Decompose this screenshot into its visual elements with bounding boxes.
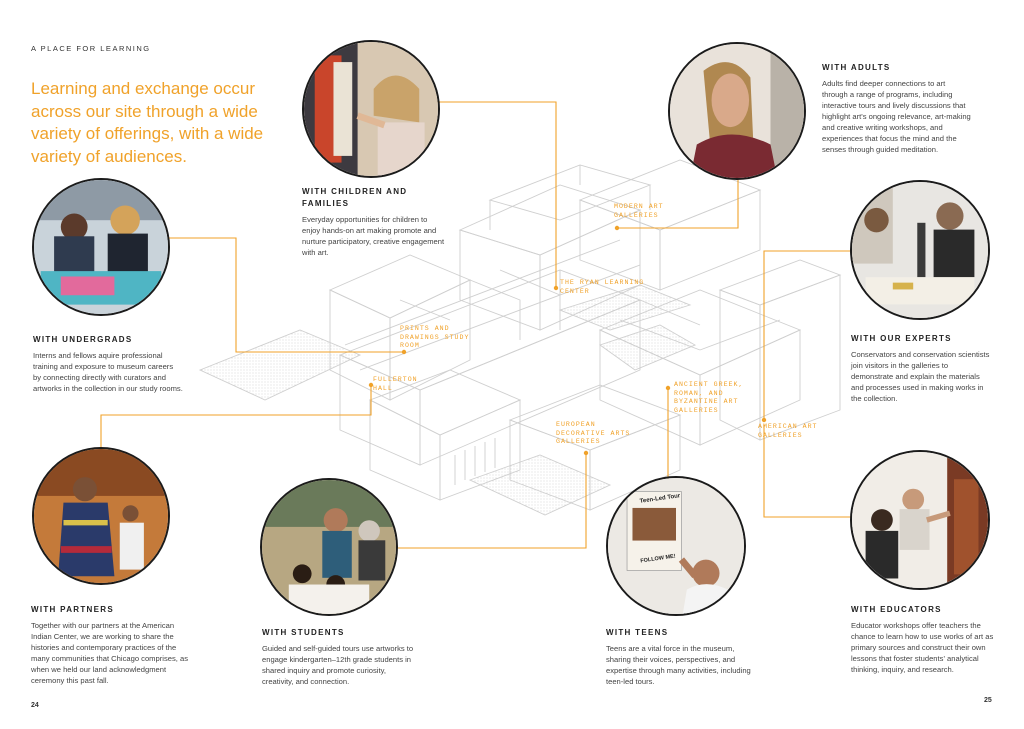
photo-partners-dancer: [32, 447, 170, 585]
section-experts-title: WITH OUR EXPERTS: [851, 334, 952, 343]
label-modern-art-galleries: MODERN ART GALLERIES: [614, 203, 664, 219]
photo-children-painting: [302, 40, 440, 178]
section-children-body: Everyday opportunities for children to e…: [302, 215, 445, 257]
section-undergrads-title: WITH UNDERGRADS: [33, 335, 133, 344]
section-adults-body: Adults find deeper connections to art th…: [822, 79, 971, 154]
section-adults: WITH ADULTS Adults find deeper connectio…: [822, 62, 972, 155]
section-children-title: WITH CHILDREN AND FAMILIES: [302, 187, 408, 208]
section-educators-title: WITH EDUCATORS: [851, 605, 942, 614]
label-european-decorative-arts: EUROPEAN DECORATIVE ARTS GALLERIES: [556, 421, 631, 445]
section-adults-title: WITH ADULTS: [822, 63, 891, 72]
photo-adults-meditation: [668, 42, 806, 180]
section-partners-title: WITH PARTNERS: [31, 605, 114, 614]
section-undergrads-body: Interns and fellows aquire professional …: [33, 351, 183, 393]
photo-experts-conservation: [850, 180, 990, 320]
section-students-title: WITH STUDENTS: [262, 628, 345, 637]
label-american-art-galleries: AMERICAN ART GALLERIES: [758, 423, 818, 439]
section-partners-body: Together with our partners at the Americ…: [31, 621, 188, 685]
page-number-left: 24: [31, 702, 39, 709]
section-children: WITH CHILDREN AND FAMILIES Everyday oppo…: [302, 186, 447, 258]
section-teens-title: WITH TEENS: [606, 628, 669, 637]
section-undergrads: WITH UNDERGRADS Interns and fellows aqui…: [33, 334, 183, 394]
page-kicker: A PLACE FOR LEARNING: [31, 44, 151, 53]
page-headline: Learning and exchange occur across our s…: [31, 79, 264, 166]
photo-undergrads-study: [32, 178, 170, 316]
section-partners: WITH PARTNERS Together with our partners…: [31, 604, 196, 686]
photo-educators-workshop: [850, 450, 990, 590]
photo-teens-tour: Teen-Led Tour FOLLOW ME!: [606, 476, 746, 616]
section-educators-body: Educator workshops offer teachers the ch…: [851, 621, 994, 674]
page-number-right: 25: [984, 697, 992, 704]
label-fullerton-hall: FULLERTON HALL: [373, 376, 418, 392]
label-ryan-learning-center: THE RYAN LEARNING CENTER: [560, 279, 645, 295]
section-students-body: Guided and self-guided tours use artwork…: [262, 644, 414, 686]
section-students: WITH STUDENTS Guided and self-guided tou…: [262, 627, 417, 687]
label-ancient-art-galleries: ANCIENT GREEK, ROMAN, AND BYZANTINE ART …: [674, 381, 744, 414]
section-teens-body: Teens are a vital force in the museum, s…: [606, 644, 751, 686]
section-experts: WITH OUR EXPERTS Conservators and conser…: [851, 333, 991, 404]
photo-students-tour: [260, 478, 398, 616]
section-experts-body: Conservators and conservation scientists…: [851, 350, 990, 403]
section-educators: WITH EDUCATORS Educator workshops offer …: [851, 604, 996, 675]
label-prints-drawings-room: PRINTS AND DRAWINGS STUDY ROOM: [400, 325, 470, 349]
section-teens: WITH TEENS Teens are a vital force in th…: [606, 627, 756, 687]
